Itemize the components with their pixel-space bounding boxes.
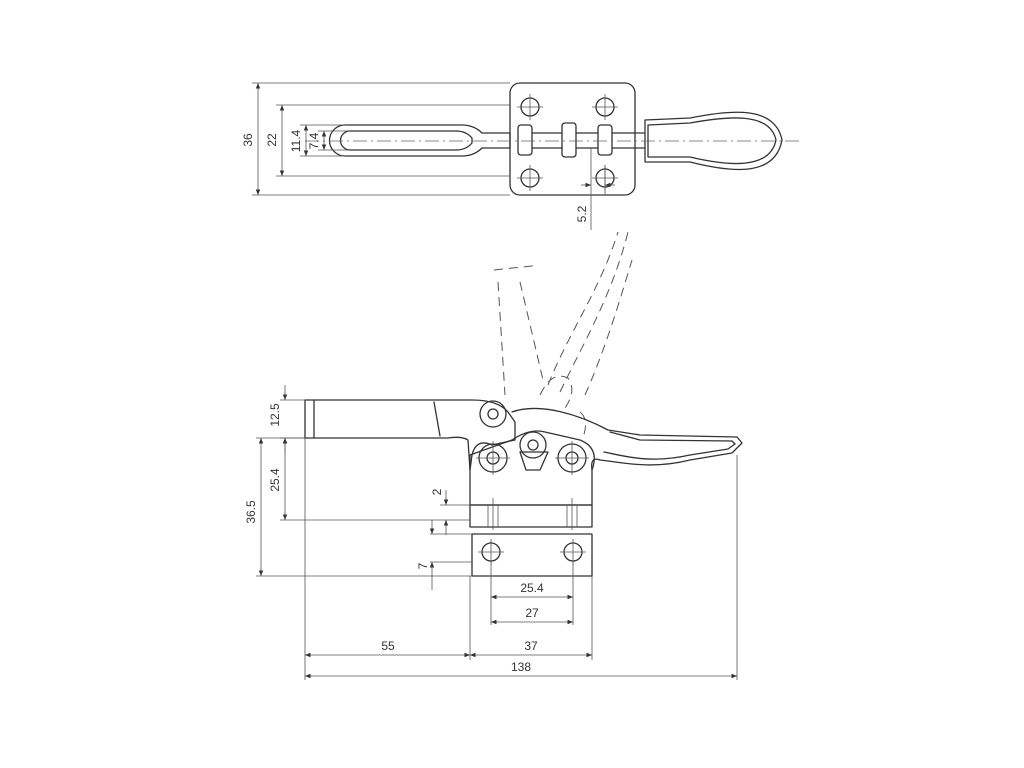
side-view: 12.5 25.4 36.5 2 7 25.4 27 55 37 138 (244, 385, 743, 680)
top-extension-lines (252, 82, 606, 230)
dim-pin-offset: 5.2 (575, 205, 589, 222)
dim-total-height: 36.5 (244, 500, 258, 524)
side-clamping-arm (304, 399, 516, 471)
dim-slot-outer: 22 (265, 133, 279, 147)
top-slotted-arm (328, 124, 511, 157)
top-inner-slot (339, 130, 473, 151)
top-handle (644, 111, 783, 171)
top-dimension-lines (255, 83, 615, 195)
dim-arm-length: 55 (381, 639, 395, 653)
dim-overall-length: 138 (511, 660, 531, 674)
top-handle-inner (647, 117, 777, 165)
dim-base-width: 27 (525, 606, 539, 620)
dim-hole-offset: 7 (416, 562, 430, 569)
side-handle (511, 407, 743, 471)
dim-slot-inner: 11.4 (289, 129, 303, 152)
side-base-flange (469, 504, 593, 528)
dim-overall-height: 36 (241, 133, 255, 147)
side-base-plate (471, 533, 593, 577)
dim-slot-width: 7.4 (307, 132, 321, 149)
top-view: 36 22 11.4 7.4 5.2 (241, 82, 800, 230)
dim-arm-height: 12.5 (268, 403, 282, 427)
phantom-open-position (493, 231, 633, 441)
side-dimension-lines (258, 385, 737, 679)
dim-pivot-height: 25.4 (268, 468, 282, 492)
top-linkage-pins (517, 122, 646, 158)
side-extension-lines (256, 399, 738, 680)
dim-hole-spacing: 25.4 (520, 581, 544, 595)
side-linkage (469, 430, 595, 506)
side-handle-grip (603, 431, 736, 460)
dim-base-thickness: 2 (430, 488, 444, 495)
dim-base-length: 37 (524, 639, 538, 653)
side-pivots (476, 400, 589, 475)
